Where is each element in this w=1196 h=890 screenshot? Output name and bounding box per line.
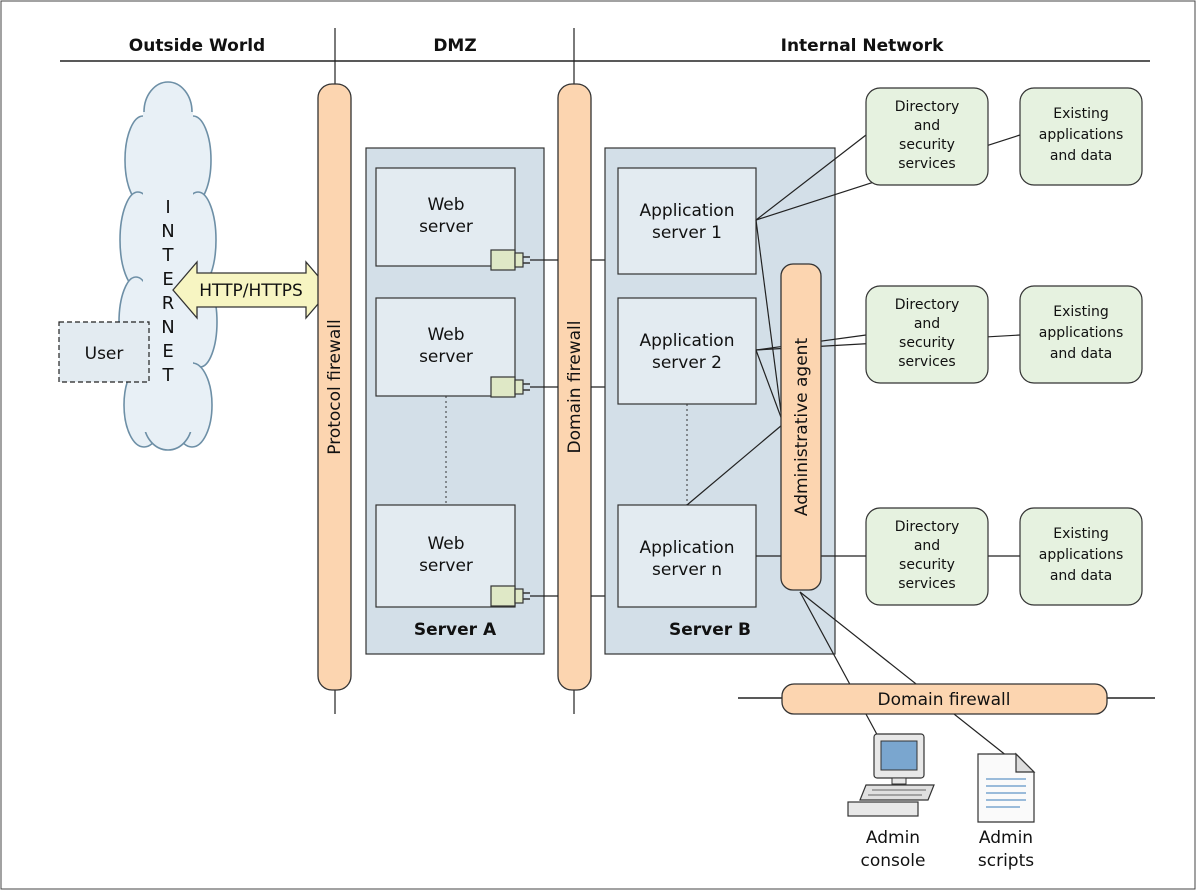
internet-letter: I (165, 197, 170, 218)
web-server-label: server (419, 556, 473, 576)
application-server-label: server n (652, 560, 722, 580)
existing-apps-label: applications (1039, 325, 1124, 341)
protocol-firewall (317, 83, 352, 691)
internet-letter: N (161, 221, 174, 242)
application-server-label: server 1 (652, 223, 722, 243)
internet-cloud (118, 81, 218, 451)
zone-title-dmz: DMZ (433, 36, 476, 56)
internet-label: I N T E R N E T (161, 197, 174, 386)
application-server-label: server 2 (652, 353, 722, 373)
plugin-icon (490, 249, 530, 271)
application-server-label: Application (640, 538, 735, 558)
server-a-label: Server A (414, 620, 497, 640)
domain-firewall-bottom-label: Domain firewall (878, 690, 1011, 710)
directory-services-label: security (899, 557, 955, 573)
directory-services-label: and (914, 118, 940, 134)
http-arrow-label: HTTP/HTTPS (199, 281, 303, 301)
administrative-agent-label: Administrative agent (792, 338, 812, 517)
web-server-label: server (419, 217, 473, 237)
web-server-label: Web (427, 195, 464, 215)
existing-apps-label: and data (1050, 346, 1112, 362)
internet-letter: N (161, 317, 174, 338)
directory-services-label: Directory (895, 99, 960, 115)
application-server-box (617, 504, 757, 608)
internet-letter: R (162, 293, 175, 314)
existing-apps-box (1019, 87, 1143, 186)
existing-apps-box (1019, 285, 1143, 384)
directory-services-box (865, 87, 989, 186)
existing-apps-label: and data (1050, 148, 1112, 164)
directory-services-label: services (898, 156, 955, 172)
directory-services-label: and (914, 316, 940, 332)
admin-scripts-label: scripts (978, 851, 1034, 871)
directory-services-label: Directory (895, 297, 960, 313)
user-label: User (85, 344, 124, 364)
web-server-label: Web (427, 325, 464, 345)
application-server-label: Application (640, 201, 735, 221)
server-b-label: Server B (669, 620, 751, 640)
directory-services-label: security (899, 137, 955, 153)
directory-services-label: services (898, 354, 955, 370)
internet-letter: T (162, 365, 175, 386)
admin-scripts-label: Admin (979, 828, 1033, 848)
directory-services-label: and (914, 538, 940, 554)
web-server-label: Web (427, 534, 464, 554)
plugin-icon (490, 376, 530, 398)
application-server-label: Application (640, 331, 735, 351)
protocol-firewall-label: Protocol firewall (325, 319, 345, 454)
directory-services-box (865, 507, 989, 606)
zone-title-internal: Internal Network (781, 36, 944, 56)
user-box (58, 321, 150, 383)
application-server-box (617, 167, 757, 275)
application-server-box (617, 297, 757, 405)
document-icon (977, 752, 1036, 823)
administrative-agent (780, 263, 822, 591)
existing-apps-label: and data (1050, 568, 1112, 584)
internet-letter: E (162, 269, 173, 290)
domain-firewall-vertical-label: Domain firewall (565, 321, 585, 454)
existing-apps-label: Existing (1053, 304, 1108, 320)
directory-services-label: security (899, 335, 955, 351)
internet-letter: T (162, 245, 175, 266)
existing-apps-label: Existing (1053, 106, 1108, 122)
directory-services-box (865, 285, 989, 384)
admin-console-label: console (861, 851, 926, 871)
internet-letter: E (162, 341, 173, 362)
domain-firewall-bottom (781, 683, 1108, 715)
existing-apps-label: applications (1039, 547, 1124, 563)
computer-icon (847, 733, 935, 817)
existing-apps-label: Existing (1053, 526, 1108, 542)
zone-title-outside: Outside World (129, 36, 265, 56)
existing-apps-label: applications (1039, 127, 1124, 143)
admin-console-label: Admin (866, 828, 920, 848)
directory-services-label: Directory (895, 519, 960, 535)
web-server-label: server (419, 347, 473, 367)
admin-connections (799, 591, 1013, 761)
plugin-icon (490, 585, 530, 607)
existing-apps-box (1019, 507, 1143, 606)
directory-services-label: services (898, 576, 955, 592)
